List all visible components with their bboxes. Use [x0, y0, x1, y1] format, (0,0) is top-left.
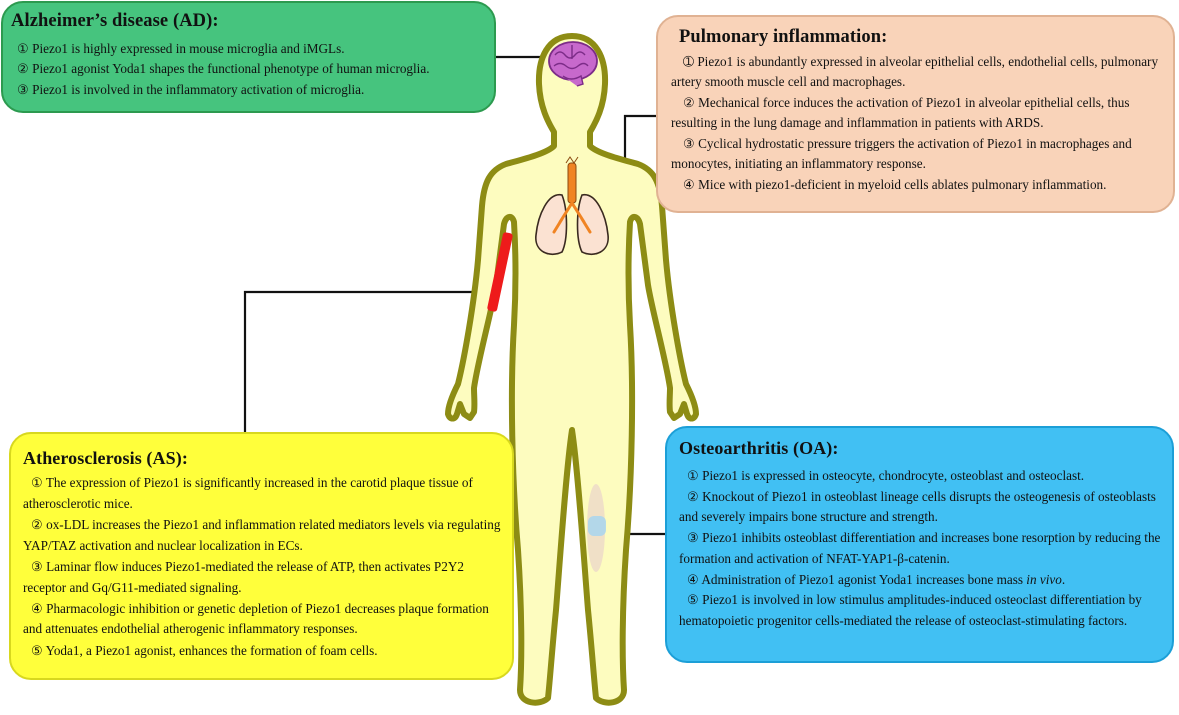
box-ad-title: Alzheimer’s disease (AD):	[11, 11, 219, 31]
box-osteoarthritis: Osteoarthritis (OA): ① Piezo1 is express…	[665, 426, 1174, 663]
box-pi-list: ➀ Piezo1 is abundantly expressed in alve…	[671, 52, 1161, 196]
box-pi-title: Pulmonary inflammation:	[679, 27, 888, 47]
box-ad-item: ① Piezo1 is highly expressed in mouse mi…	[17, 41, 345, 56]
box-oa-item4-end: .	[1061, 571, 1066, 587]
connector-as	[243, 290, 494, 432]
box-as-item: ② ox-LDL increases the Piezo1 and inflam…	[23, 516, 501, 553]
lung-left	[535, 194, 568, 256]
box-oa-item: ① Piezo1 is expressed in osteocyte, chon…	[687, 468, 1085, 483]
artery-segment	[487, 232, 513, 312]
box-as-item: ⑤ Yoda1, a Piezo1 agonist, enhances the …	[31, 642, 378, 658]
knee-cartilage	[588, 516, 606, 536]
box-pi-item: ③ Cyclical hydrostatic pressure triggers…	[671, 136, 1132, 172]
box-oa-item4-text: ④ Administration of Piezo1 agonist Yoda1…	[687, 571, 1023, 587]
box-oa-item: ② Knockout of Piezo1 in osteoblast linea…	[679, 488, 1156, 525]
box-pulmonary-inflammation: Pulmonary inflammation: ➀ Piezo1 is abun…	[656, 15, 1175, 213]
box-pi-item: ➀ Piezo1 is abundantly expressed in alve…	[671, 54, 1159, 90]
knee-joint	[587, 484, 606, 572]
box-as-item: ③ Laminar flow induces Piezo1-mediated t…	[23, 558, 464, 595]
box-pi-item: ④ Mice with piezo1-deficient in myeloid …	[683, 177, 1107, 193]
lungs-icon	[535, 156, 609, 256]
box-pi-item: ② Mechanical force induces the activatio…	[671, 95, 1130, 131]
body-silhouette	[445, 33, 699, 706]
box-atherosclerosis: Atherosclerosis (AS): ① The expression o…	[9, 432, 514, 680]
box-alzheimers-disease: Alzheimer’s disease (AD): ① Piezo1 is hi…	[1, 1, 496, 113]
box-as-list: ① The expression of Piezo1 is significan…	[23, 473, 502, 661]
box-oa-item: ③ Piezo1 inhibits osteoblast differentia…	[679, 530, 1161, 566]
box-oa-list: ① Piezo1 is expressed in osteocyte, chon…	[679, 466, 1162, 632]
bronchi	[552, 201, 592, 234]
box-as-title: Atherosclerosis (AS):	[23, 448, 188, 468]
trachea	[567, 162, 577, 204]
lung-right	[576, 194, 609, 256]
box-oa-item4-italic: in vivo	[1026, 571, 1062, 587]
box-ad-item: ③ Piezo1 is involved in the inflammatory…	[17, 81, 365, 97]
box-as-item: ④ Pharmacologic inhibition or genetic de…	[23, 600, 489, 637]
box-ad-list: ① Piezo1 is highly expressed in mouse mi…	[11, 39, 484, 100]
box-oa-title: Osteoarthritis (OA):	[679, 438, 839, 458]
box-as-item: ① The expression of Piezo1 is significan…	[23, 475, 473, 511]
box-oa-item: ④ Administration of Piezo1 agonist Yoda1…	[679, 570, 1162, 591]
box-ad-item: ② Piezo1 agonist Yoda1 shapes the functi…	[17, 61, 430, 77]
box-oa-item: ⑤ Piezo1 is involved in low stimulus amp…	[679, 592, 1142, 628]
brain-icon	[548, 41, 598, 87]
